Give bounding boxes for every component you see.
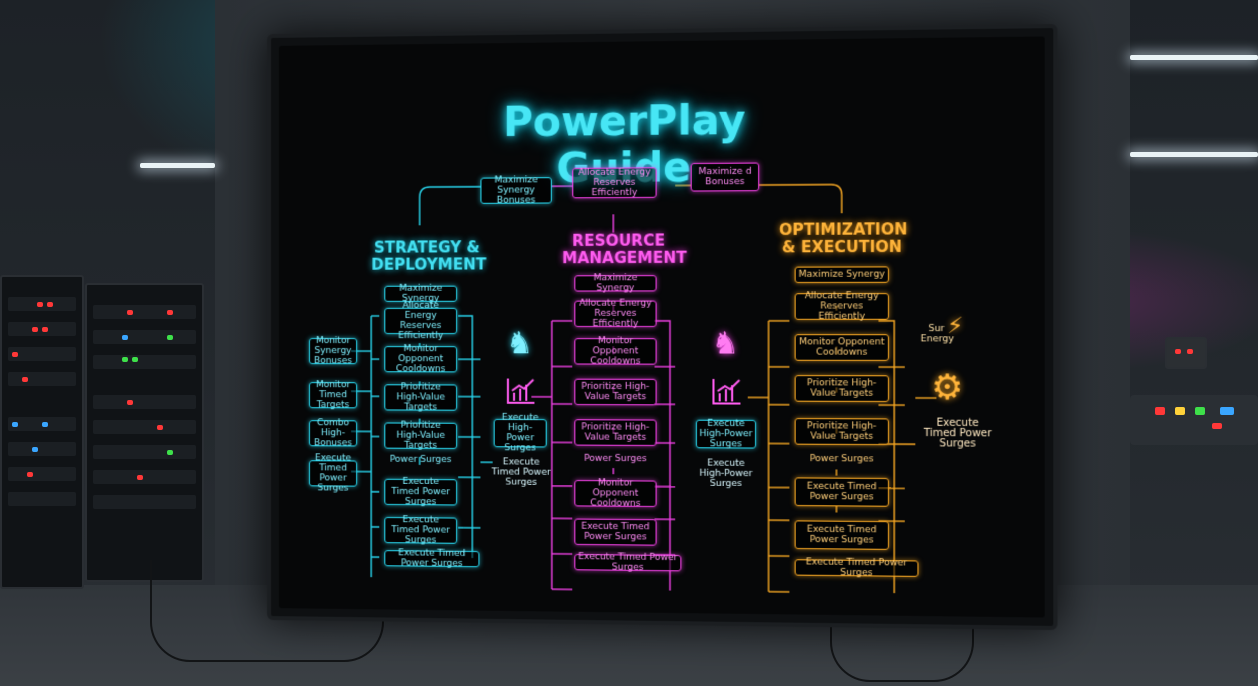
knight-icon: ♞ [505, 325, 534, 362]
step-box: Execute Timed Power Surges [794, 477, 889, 507]
ceiling-light-right-bottom [1130, 152, 1258, 157]
mid-output-label: Execute High-Power Surges [699, 458, 753, 490]
step-box: Monitor Opponent Cooldowns [574, 478, 657, 509]
knight-icon: ♞ [711, 325, 740, 362]
step-label: Power Surges [389, 454, 452, 466]
step-box: Allocate Energy Reserves Efficiently [794, 291, 889, 322]
top-flow-box: Allocate Energy Reserves Efficiently [572, 167, 657, 199]
step-box: Prioritize High-Value Targets [574, 419, 657, 446]
floor-cable [830, 610, 974, 682]
side-input-box: Monitor Synergy Bonuses [308, 336, 358, 366]
top-flow-box: Maximize Synergy Bonuses [480, 175, 552, 206]
resource-management-heading: RESOURCE MANAGEMENT [562, 231, 687, 268]
step-box: Execute Timed Power Surges [384, 548, 480, 569]
side-input-box: Combo High-Bonuses [308, 418, 358, 448]
step-box: Monitor Opponent Cooldowns [794, 334, 889, 361]
step-box: Maximize Synergy [794, 266, 889, 284]
step-label: Power Surges [809, 453, 874, 465]
step-box: Execute Timed Power Surges [574, 552, 682, 573]
step-box: Prioritize High-Value Targets [384, 382, 458, 413]
step-box: Execute Timed Power Surges [794, 557, 919, 578]
step-box: Maximize Synergy [384, 284, 458, 304]
step-box: Prioritize High-Value Targets [574, 378, 657, 406]
step-box: Prioritize High-Value Targets [794, 418, 889, 446]
mid-output-box: Execute High-Power Surges [493, 413, 547, 453]
mid-output-box: Execute High-Power Surges [695, 419, 757, 449]
server-rack-center [85, 283, 204, 582]
alarm-box [1165, 337, 1207, 369]
step-box: Execute Timed Power Surges [794, 520, 889, 550]
side-input-box: Execute Timed Power Surges [308, 453, 358, 494]
gear-icon: ⚙ [931, 367, 964, 409]
growth-chart-icon [711, 377, 742, 406]
optimization-execution-heading: OPTIMIZATION & EXECUTION [778, 220, 908, 257]
strategy-deployment-heading: STRATEGY & DEPLOYMENT [371, 238, 487, 274]
step-label: Power Surges [584, 453, 647, 465]
lightning-icon: ⚡ [947, 313, 964, 340]
step-box: Prioritize High-Value Targets [794, 375, 889, 402]
step-box: Allocate Energy Reserves Efficiently [574, 299, 657, 329]
growth-chart-icon [506, 377, 537, 405]
step-box: Execute Timed Power Surges [384, 515, 458, 546]
ceiling-light-left [140, 163, 215, 168]
side-input-box: Monitor Timed Targets [308, 380, 358, 410]
display-monitor: PowerPlay Guide Maximize Synergy Bonuses… [267, 23, 1058, 631]
ceiling-light-right-top [1130, 55, 1258, 60]
step-box: Execute Timed Power Surges [574, 518, 657, 546]
mid-output-label: Execute Timed Power Surges [491, 457, 551, 488]
step-box: Prioritize High-Value Targets [384, 421, 458, 451]
step-box: Monitor Opponent Cooldowns [574, 336, 657, 367]
top-flow-box: Maximize d Bonuses [690, 162, 760, 192]
step-box: Monitor Opponent Cooldowns [384, 344, 458, 374]
control-console [1130, 395, 1258, 445]
step-box: Maximize Synergy [574, 273, 657, 294]
right-output-label: Execute Timed Power Surges [923, 417, 992, 450]
step-box: Allocate Energy Reserves Efficiently [384, 301, 458, 341]
server-rack-left [0, 275, 84, 589]
flowchart-screen: PowerPlay Guide Maximize Synergy Bonuses… [278, 36, 1045, 618]
step-box: Execute Timed Power Surges [384, 477, 458, 507]
